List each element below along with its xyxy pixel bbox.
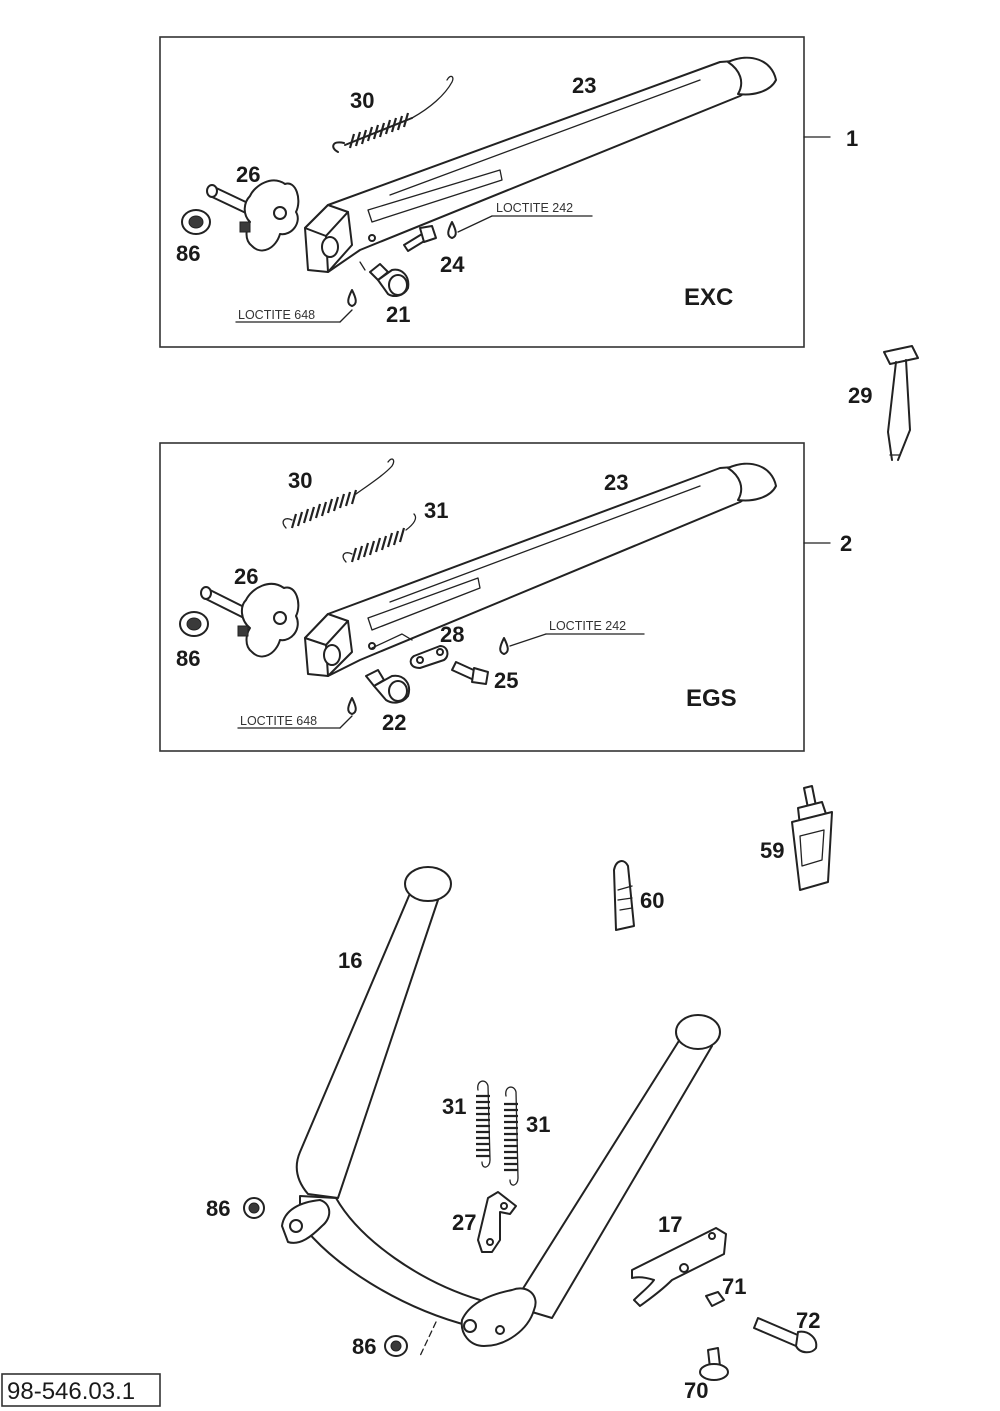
tube-60: 60 [613, 860, 664, 931]
screw-egs [451, 661, 489, 685]
bracket-27: 27 [452, 1191, 517, 1253]
label-pivot-exc: 26 [236, 162, 260, 187]
panel-exc: LOCTITE 242 LOCTITE 648 30 23 26 86 24 2… [159, 36, 858, 348]
center-stand: 16 [281, 866, 721, 1357]
variant-label-egs: EGS [686, 685, 737, 712]
plate-egs [371, 633, 449, 669]
panel-egs-frame [159, 442, 805, 752]
bottle-59: 59 [760, 785, 833, 891]
label-plate-egs: 28 [440, 622, 464, 647]
label-stop-exc: 21 [386, 302, 410, 327]
side-stand-exc [304, 56, 777, 273]
label-screw-exc: 24 [440, 252, 465, 277]
label-nut-egs: 86 [176, 646, 200, 671]
nut-exc [181, 209, 211, 235]
nut-upper: 86 [206, 1196, 265, 1221]
panel-exc-frame [159, 36, 805, 348]
loctite-label-egs-b: LOCTITE 648 [240, 714, 317, 728]
tool-29: 29 [848, 345, 919, 461]
loctite-label-exc-b: LOCTITE 648 [238, 308, 315, 322]
label-nut-upper: 86 [206, 1196, 230, 1221]
label-center-stand: 16 [338, 948, 362, 973]
diagram-code-text: 98-546.03.1 [7, 1378, 135, 1405]
loctite-label-exc-a: LOCTITE 242 [496, 201, 573, 215]
pivot-egs [200, 582, 300, 658]
pivot-exc [206, 179, 300, 252]
loctite-label-egs-a: LOCTITE 242 [549, 619, 626, 633]
screw-exc [403, 225, 437, 252]
assembly-number-2: 2 [840, 531, 852, 556]
label-bolt: 72 [796, 1308, 820, 1333]
spring-b-egs [342, 513, 417, 563]
loctite-drop-exc-b [347, 289, 357, 307]
stop-egs [365, 669, 410, 704]
loctite-drop-egs-a [499, 637, 509, 655]
label-stand-exc: 23 [572, 73, 596, 98]
label-stop-egs: 22 [382, 710, 406, 735]
loctite-exc-a-leader [457, 215, 493, 233]
loctite-egs-a-leader [509, 633, 547, 647]
stop-exc [369, 263, 410, 297]
spring-right: 31 [504, 1086, 550, 1186]
label-bracket: 27 [452, 1210, 476, 1235]
label-spring-exc: 30 [350, 88, 374, 113]
spring-left: 31 [442, 1080, 491, 1168]
label-small-nut: 71 [722, 1274, 746, 1299]
label-spring-right: 31 [526, 1112, 550, 1137]
label-tool: 29 [848, 383, 872, 408]
diagram-code: 98-546.03.1 [1, 1373, 161, 1407]
panel-egs: LOCTITE 242 LOCTITE 648 30 31 23 26 86 2… [159, 442, 852, 752]
variant-label-exc: EXC [684, 284, 733, 311]
label-spring-b-egs: 31 [424, 498, 448, 523]
label-nut-exc: 86 [176, 241, 200, 266]
label-spring-left: 31 [442, 1094, 466, 1119]
label-pivot-egs: 26 [234, 564, 258, 589]
small-nut-71: 71 [705, 1274, 746, 1307]
label-stand-egs: 23 [604, 470, 628, 495]
loctite-drop-exc-a [447, 221, 457, 239]
label-bottle: 59 [760, 838, 784, 863]
fork-17: 17 [631, 1212, 727, 1307]
stop-pin-70: 70 [684, 1347, 729, 1403]
nut-egs [179, 611, 209, 637]
label-tube: 60 [640, 888, 664, 913]
side-stand-egs [304, 462, 777, 677]
label-stop-pin: 70 [684, 1378, 708, 1403]
loctite-drop-egs-b [347, 697, 357, 715]
label-spring-a-egs: 30 [288, 468, 312, 493]
label-screw-egs: 25 [494, 668, 518, 693]
label-nut-lower: 86 [352, 1334, 376, 1359]
bolt-72: 72 [753, 1308, 820, 1354]
spring-exc [332, 75, 454, 153]
label-fork: 17 [658, 1212, 682, 1237]
spring-a-egs [282, 458, 395, 529]
nut-lower: 86 [352, 1334, 408, 1359]
assembly-number-1: 1 [846, 126, 858, 151]
